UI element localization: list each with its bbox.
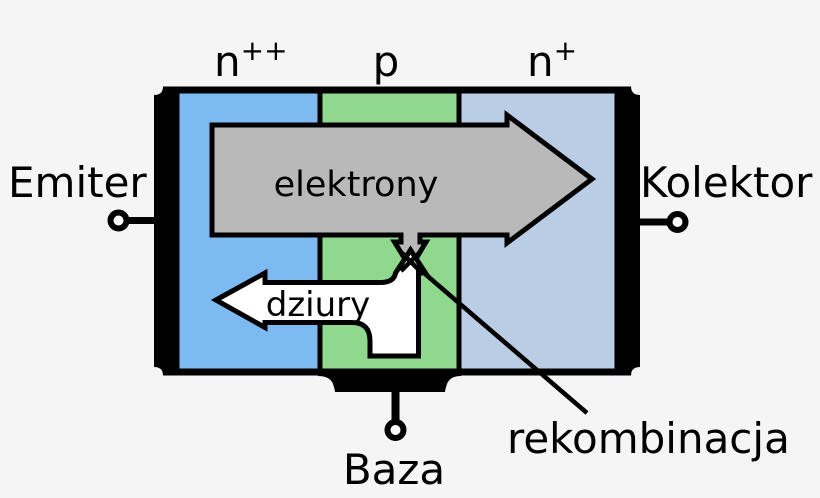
emitter-doping-label: n++: [214, 34, 288, 86]
emitter-contact: [154, 86, 176, 376]
electron-flow-label: elektrony: [274, 165, 439, 205]
collector-contact: [618, 86, 640, 376]
base-label: Baza: [343, 445, 445, 494]
recombination-annotation: rekombinacja: [507, 414, 790, 463]
base-doping-label: p: [373, 37, 400, 86]
base-terminal-icon: [384, 419, 407, 441]
emitter-label: Emiter: [8, 158, 147, 207]
hole-flow-label: dziury: [266, 285, 371, 325]
doping-labels: n++ p n+: [214, 34, 577, 86]
collector-label: Kolektor: [640, 158, 813, 207]
recombination-pointer-line: [415, 265, 589, 415]
base-contact: [318, 372, 461, 392]
electrodes: [154, 86, 640, 392]
x-mark-stroke-2: [399, 250, 422, 273]
terminal-leads: [107, 209, 689, 441]
terminal-labels: Emiter Kolektor Baza: [8, 158, 813, 494]
hole-flow-arrow: [210, 245, 431, 359]
electron-flow-arrow: [209, 109, 597, 273]
emitter-terminal-icon: [107, 209, 130, 232]
collector-terminal-icon: [666, 211, 689, 233]
collector-doping-label: n+: [527, 34, 577, 86]
